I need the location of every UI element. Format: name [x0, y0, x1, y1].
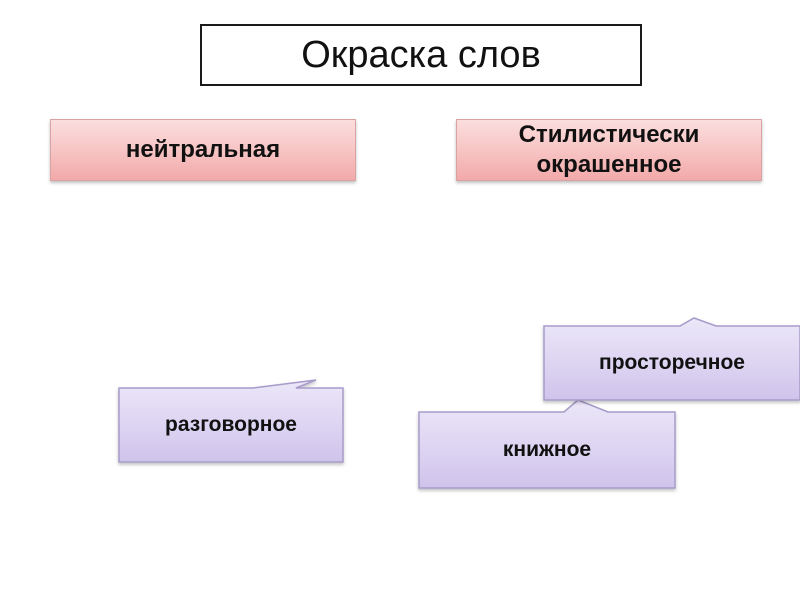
- category-stylistic-label: Стилистически окрашенное: [519, 120, 700, 180]
- category-stylistic-line1: Стилистически: [518, 121, 700, 148]
- category-neutral-label: нейтральная: [125, 136, 281, 163]
- callout-prostorechnoe-label: просторечное: [599, 351, 745, 374]
- callout-razgovornoe: разговорное: [119, 388, 343, 462]
- callout-prostorechnoe: просторечное: [544, 326, 800, 400]
- callout-razgovornoe-shape: [118, 379, 344, 463]
- category-stylistic: Стилистически окрашенное: [456, 119, 762, 181]
- callout-knizhnoe-label: книжное: [502, 438, 592, 461]
- slide-title-text: Окраска слов: [301, 33, 541, 76]
- category-neutral: нейтральная: [50, 119, 356, 181]
- category-stylistic-line2: окрашенное: [536, 151, 682, 178]
- slide-title: Окраска слов: [200, 24, 642, 86]
- callout-razgovornoe-label: разговорное: [165, 413, 297, 436]
- callout-knizhnoe-shape: [418, 399, 676, 489]
- callout-prostorechnoe-shape: [543, 317, 800, 401]
- callout-knizhnoe: книжное: [419, 412, 675, 488]
